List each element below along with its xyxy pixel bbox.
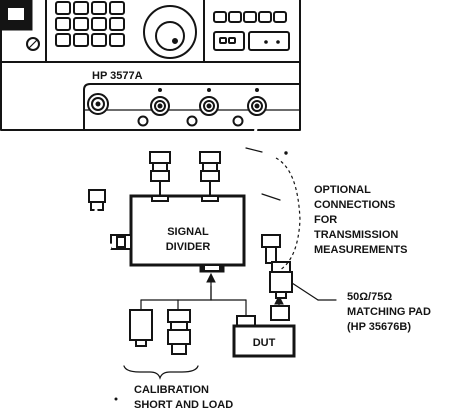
calibration-line-1: CALIBRATION — [134, 384, 209, 396]
matching-pad — [261, 234, 293, 299]
pad-line-3: (HP 35676B) — [347, 321, 411, 333]
divider-label-line1: SIGNAL — [167, 226, 209, 238]
connection-lines — [140, 272, 284, 317]
optional-line-4: TRANSMISSION — [314, 229, 398, 241]
instrument-label: HP 3577A — [92, 70, 143, 82]
adapter-left — [149, 151, 171, 197]
signal-divider: SIGNAL DIVIDER — [129, 194, 246, 273]
port-connector-2 — [137, 88, 170, 127]
keypad-right — [213, 11, 290, 51]
port-connector-1 — [87, 93, 109, 115]
adapter-right — [199, 151, 221, 197]
calibration-load — [167, 309, 191, 355]
pad-line-1: 50Ω/75Ω — [347, 291, 392, 303]
calibration-line-2: SHORT AND LOAD — [134, 399, 233, 411]
optional-line-1: OPTIONAL — [314, 184, 371, 196]
side-connector — [110, 234, 132, 250]
keypad-left — [55, 1, 125, 47]
calibration-short — [129, 309, 153, 347]
rotary-knob-icon — [143, 5, 197, 59]
optional-line-5: MEASUREMENTS — [314, 244, 408, 256]
loop-cable — [68, 189, 113, 271]
port-connector-4 — [232, 88, 267, 127]
optional-connections-text: OPTIONAL CONNECTIONS FOR TRANSMISSION ME… — [314, 184, 408, 256]
port-connector-3 — [186, 88, 219, 127]
hp-3577a-front-panel: HP 3577A — [0, 0, 301, 131]
calibration-text: CALIBRATION SHORT AND LOAD — [114, 384, 233, 411]
matching-pad-text: 50Ω/75Ω MATCHING PAD (HP 35676B) — [347, 291, 431, 333]
dut-box: DUT — [232, 305, 296, 358]
optional-line-3: FOR — [314, 214, 337, 226]
dut-label: DUT — [253, 337, 276, 349]
pad-line-2: MATCHING PAD — [347, 306, 431, 318]
optional-line-2: CONNECTIONS — [314, 199, 395, 211]
divider-label-line2: DIVIDER — [166, 241, 211, 253]
pad-leader-line — [291, 282, 319, 301]
calibration-brace — [123, 365, 199, 380]
optional-bracket — [275, 151, 301, 271]
optional-cable — [245, 126, 281, 237]
